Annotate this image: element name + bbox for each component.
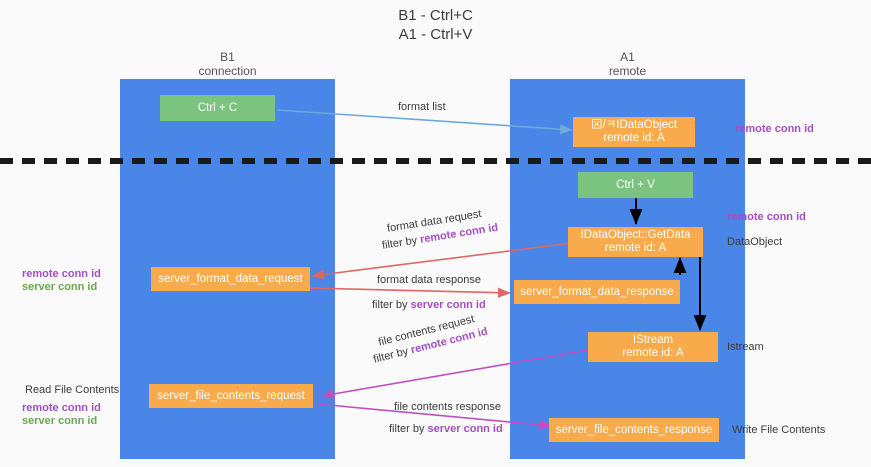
edge-label-file-contents-response-filter: filter by server conn id [389, 423, 503, 435]
filter-key-server-conn-id-1: server conn id [410, 299, 486, 311]
arrow-format-data-response [309, 287, 511, 298]
page-title: B1 - Ctrl+C A1 - Ctrl+V [0, 6, 871, 44]
lane-header-b1-sub: connection [198, 64, 257, 78]
box-server-format-data-response-label: server_format_data_response [520, 285, 674, 298]
box-server-file-contents-response[interactable]: server_file_contents_response [549, 418, 719, 442]
box-server-file-contents-response-label: server_file_contents_response [555, 423, 713, 436]
box-server-file-contents-request[interactable]: server_file_contents_request [149, 384, 313, 408]
filter-key-server-conn-id-2: server conn id [427, 423, 503, 435]
annotation-istream: Istream [727, 341, 764, 353]
edge-label-file-contents-response: file contents response [394, 401, 502, 413]
annotation-left-server-conn-id-bot: server conn id [22, 415, 98, 427]
box-istream[interactable]: IStream remote id: A [588, 332, 718, 362]
box-server-format-data-request[interactable]: server_format_data_request [151, 267, 310, 291]
box-istream-line1: IStream [632, 334, 674, 346]
box-ctrl-v-label: Ctrl + V [616, 178, 655, 191]
lane-header-b1-name: B1 [220, 50, 235, 64]
edge-label-format-data-response-filter: filter by server conn id [372, 299, 486, 311]
box-istream-line2: remote id: A [622, 347, 684, 359]
annotation-dataobject: DataObject [727, 236, 783, 248]
box-server-file-contents-request-label: server_file_contents_request [157, 389, 305, 402]
box-getdata-line2: remote id: A [604, 242, 667, 254]
title-line-2: A1 - Ctrl+V [398, 26, 473, 43]
annotation-remote-conn-id-top: remote conn id [735, 123, 814, 135]
annotation-remote-conn-id-mid: remote conn id [727, 211, 806, 223]
box-idataobject[interactable]: ⊠/ㅋIDataObject remote id: A [573, 117, 695, 147]
lane-header-b1: B1 connection [120, 50, 335, 78]
annotation-left-server-conn-id-mid: server conn id [22, 281, 98, 293]
box-ctrl-c[interactable]: Ctrl + C [160, 95, 275, 121]
box-ctrl-c-label: Ctrl + C [197, 101, 238, 114]
annotation-read-file-contents: Read File Contents [25, 384, 120, 396]
edge-label-format-list: format list [398, 101, 446, 113]
box-getdata-line1: IDataObject::GetData [580, 229, 691, 241]
lane-header-a1-name: A1 [620, 50, 635, 64]
box-ctrl-v[interactable]: Ctrl + V [578, 172, 693, 198]
edge-label-format-data-response: format data response [377, 274, 481, 286]
box-idataobject-line2: remote id: A [603, 132, 665, 144]
box-server-format-data-response[interactable]: server_format_data_response [514, 280, 680, 304]
lane-header-a1: A1 remote [510, 50, 745, 78]
annotation-left-remote-conn-id-bot: remote conn id [22, 402, 101, 414]
box-idataobject-getdata[interactable]: IDataObject::GetData remote id: A [568, 227, 703, 257]
box-server-format-data-request-label: server_format_data_request [158, 272, 303, 285]
title-line-1: B1 - Ctrl+C [398, 7, 473, 24]
box-idataobject-line1: ⊠/ㅋIDataObject [591, 119, 677, 131]
lane-header-a1-sub: remote [608, 64, 647, 78]
annotation-write-file-contents: Write File Contents [732, 424, 826, 436]
annotation-left-remote-conn-id-mid: remote conn id [22, 268, 101, 280]
